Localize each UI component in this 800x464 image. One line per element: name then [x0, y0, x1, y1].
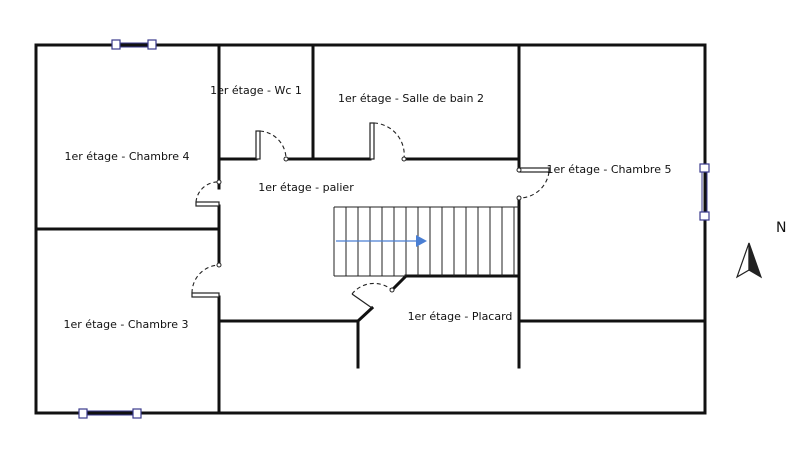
- door-wc1: [255, 130, 289, 162]
- interior-walls: [34, 43, 707, 415]
- door-chambre-4: [195, 179, 222, 207]
- room-label-placard: 1er étage - Placard: [408, 310, 513, 323]
- north-label: N: [776, 220, 786, 236]
- room-label-wc1: 1er étage - Wc 1: [210, 84, 302, 97]
- door-chambre-3: [191, 262, 222, 298]
- door-placard: [351, 282, 395, 309]
- stair-arrow-head-icon: [416, 235, 427, 247]
- room-label-chambre-5: 1er étage - Chambre 5: [547, 163, 672, 176]
- room-label-chambre-3: 1er étage - Chambre 3: [64, 318, 189, 331]
- door-salle-de-bain-2: [369, 122, 407, 162]
- staircase: [333, 206, 519, 277]
- room-label-palier: 1er étage - palier: [258, 181, 354, 194]
- room-label-salle-de-bain-2: 1er étage - Salle de bain 2: [338, 92, 484, 105]
- north-arrow-icon: [735, 242, 763, 279]
- window-bottom-chambre-3: [78, 408, 142, 419]
- door-chambre-5: [516, 167, 550, 201]
- room-label-chambre-4: 1er étage - Chambre 4: [65, 150, 190, 163]
- window-top-chambre-4: [111, 39, 157, 50]
- window-right-chambre-5: [699, 163, 710, 221]
